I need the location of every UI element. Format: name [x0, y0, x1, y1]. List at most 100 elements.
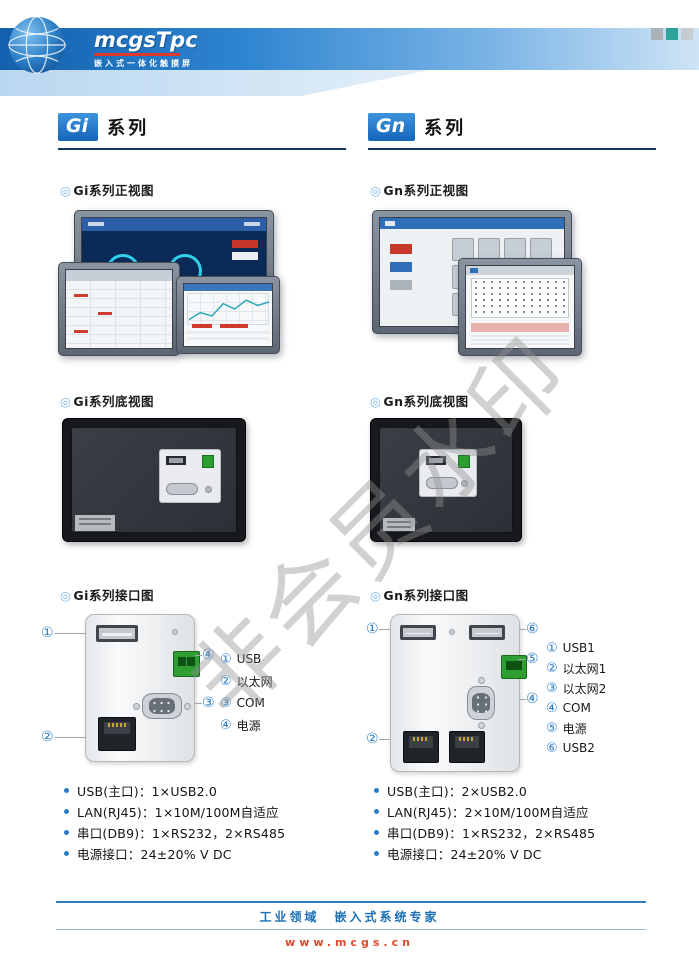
db9-pins [149, 698, 175, 714]
titlebar-logo-block [470, 268, 478, 273]
bullet-dot-icon [64, 830, 69, 835]
spec-text: LAN(RJ45)：2×10M/100M自适应 [387, 805, 589, 820]
spec-item: 串口(DB9)：1×RS232，2×RS485 [64, 822, 285, 843]
bullet-dot-icon [64, 809, 69, 814]
rj45-port-graphic [449, 731, 485, 763]
spec-item: USB(主口)：1×USB2.0 [64, 780, 285, 801]
usb-port-inner [169, 458, 183, 463]
footer-url-link[interactable]: www.mcgs.cn [285, 936, 414, 949]
usb-port-inner [429, 458, 443, 463]
legend-item: ① USB [220, 648, 273, 670]
legend-item: ② 以太网 [220, 670, 273, 692]
device-panel-chart [458, 258, 582, 356]
section-label-text: Gn系列正视图 [383, 183, 469, 198]
power-terminal-graphic [458, 455, 470, 468]
gn-spec-list: USB(主口)：2×USB2.0 LAN(RJ45)：2×10M/100M自适应… [374, 780, 595, 864]
legend-item: ③ COM [220, 692, 273, 714]
legend-num: ③ [546, 680, 558, 696]
globe-logo-icon [6, 14, 68, 76]
legend-label: USB2 [562, 741, 595, 755]
interface-legend: ① USB1 ② 以太网1 ③ 以太网2 ④ COM ⑤ 电源 [546, 638, 606, 758]
legend-num: ⑤ [546, 720, 558, 736]
chart-grid-graphic [187, 293, 269, 325]
db9-body [467, 686, 495, 720]
device-back-shell [62, 418, 246, 542]
legend-label: USB1 [562, 641, 595, 655]
bottom-view-label: ◎Gn系列底视图 [370, 391, 469, 410]
device-back-shell [370, 418, 522, 542]
db9-pins [472, 693, 490, 713]
usb-port-inner [403, 628, 433, 637]
legend-item: ④ COM [546, 698, 606, 718]
legend-label: USB [236, 652, 262, 666]
legend-item: ④ 电源 [220, 714, 273, 736]
series-badge: Gn [368, 113, 416, 141]
callout-com: ③ [202, 695, 215, 711]
screw-icon [449, 629, 455, 635]
leader-line [379, 739, 390, 740]
leader-line [195, 703, 202, 704]
legend-num: ② [546, 660, 558, 676]
device-screen [65, 269, 173, 349]
gi-spec-list: USB(主口)：1×USB2.0 LAN(RJ45)：1×10M/100M自适应… [64, 780, 285, 864]
spec-text: USB(主口)：2×USB2.0 [387, 784, 528, 799]
db9-port-graphic [426, 477, 458, 489]
gn-series-column: Gn 系列 ◎Gn系列正视图 [366, 108, 668, 898]
spec-text: 电源接口：24±20% V DC [77, 847, 232, 862]
terminal-hole [514, 661, 522, 670]
section-marker-icon: ◎ [370, 183, 382, 198]
leader-line [195, 655, 202, 656]
legend-label: 以太网1 [562, 661, 607, 676]
gi-front-view-image [56, 200, 358, 372]
spec-item: LAN(RJ45)：1×10M/100M自适应 [64, 801, 285, 822]
power-terminal-graphic [202, 455, 214, 468]
series-suffix-label: 系列 [107, 118, 150, 139]
db9-com-port-graphic [467, 677, 495, 729]
spec-item: 电源接口：24±20% V DC [374, 843, 595, 864]
globe-svg [8, 16, 66, 74]
bullet-dot-icon [64, 788, 69, 793]
screen-titlebar-graphic [466, 266, 574, 275]
gn-front-view-image [366, 200, 668, 372]
titlebar-logo-block [385, 221, 395, 226]
mini-table-graphic [471, 335, 569, 345]
series-heading-rule [368, 148, 656, 150]
leader-line [520, 629, 526, 630]
scatter-chart-graphic [471, 278, 569, 318]
bullet-dot-icon [374, 788, 379, 793]
legend-num: ⑥ [546, 740, 558, 756]
red-value-mark [74, 294, 88, 297]
section-label-text: Gi系列接口图 [73, 588, 154, 603]
callout-lan1: ② [366, 731, 379, 747]
brand-accent-bar [94, 53, 180, 56]
bullet-dot-icon [64, 851, 69, 856]
titlebar-dash [88, 222, 104, 226]
rj45-port-graphic [403, 731, 439, 763]
footer-slogan: 工业领域 嵌入式系统专家 [259, 910, 440, 924]
label-sticker-graphic [75, 515, 115, 531]
bullet-dot-icon [374, 851, 379, 856]
terminal-hole [187, 657, 195, 666]
db9-screw-icon [133, 702, 140, 710]
legend-item: ① USB1 [546, 638, 606, 658]
legend-item: ③ 以太网2 [546, 678, 606, 698]
section-label-text: Gi系列底视图 [73, 394, 154, 409]
screw-icon [172, 629, 178, 635]
legend-num: ③ [220, 695, 232, 711]
rj45-pins [108, 723, 126, 727]
spec-text: USB(主口)：1×USB2.0 [77, 784, 218, 799]
label-sticker-graphic [383, 518, 415, 531]
usb-port-graphic [96, 625, 138, 642]
screen-titlebar-graphic [380, 218, 564, 229]
terminal-hole [178, 657, 186, 666]
spec-item: 串口(DB9)：1×RS232，2×RS485 [374, 822, 595, 843]
sticker-line [387, 526, 411, 528]
table-grid-graphic [66, 281, 172, 348]
red-bar-mark [192, 324, 212, 328]
legend-label: 电源 [562, 721, 587, 736]
gi-series-column: Gi 系列 ◎Gi系列正视图 [41, 108, 358, 898]
callout-com: ④ [526, 691, 539, 707]
usb-port-tongue [406, 633, 430, 634]
db9-port-graphic [166, 483, 198, 495]
screen-titlebar-graphic [184, 284, 272, 291]
